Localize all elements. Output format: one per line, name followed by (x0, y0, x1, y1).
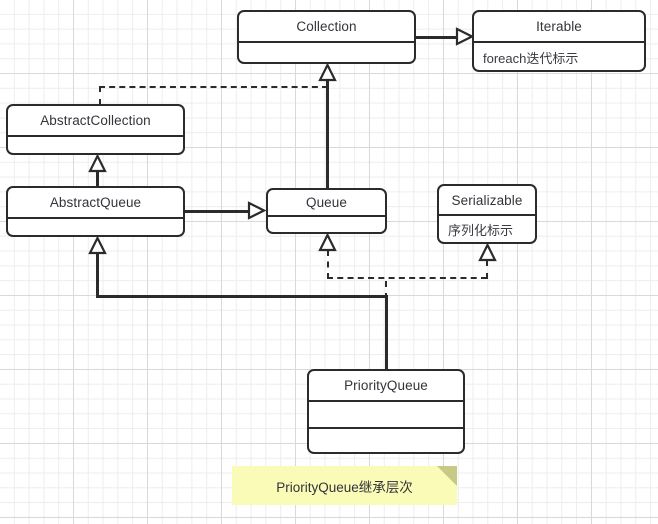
edge-abstractqueue-to-abstractcollection (96, 170, 99, 188)
class-compartment-iterable-1: foreach迭代标示 (474, 41, 644, 70)
arrowhead-priorityqueue-to-queue (318, 233, 337, 252)
edge-queue-to-collection (326, 80, 329, 188)
class-compartment-priorityqueue-2 (309, 426, 463, 453)
class-name-queue: Queue (305, 195, 348, 210)
class-name-abstractcollection: AbstractCollection (40, 113, 151, 128)
edge-priorityqueue-to-abstractqueue-climb (96, 253, 99, 297)
class-box-abstractqueue[interactable]: AbstractQueue (6, 186, 185, 237)
class-compartment-queue-1 (268, 215, 385, 232)
class-compartment-abstractcollection-1 (8, 135, 183, 153)
class-box-iterable[interactable]: Iterable foreach迭代标示 (472, 10, 646, 72)
arrowhead-priorityqueue-to-serializable (478, 243, 497, 262)
class-compartment-abstractqueue-1 (8, 217, 183, 235)
arrowhead-abstractqueue-to-queue (247, 201, 266, 220)
class-name-iterable: Iterable (536, 19, 582, 34)
edge-abstractqueue-to-queue (185, 210, 251, 213)
class-box-collection[interactable]: Collection (237, 10, 416, 64)
class-name-serializable: Serializable (451, 192, 523, 208)
arrowhead-queue-to-collection (318, 63, 337, 82)
class-box-serializable[interactable]: Serializable 序列化标示 (437, 184, 537, 244)
edge-priorityqueue-to-abstractqueue-run (96, 295, 388, 298)
class-box-priorityqueue[interactable]: PriorityQueue (307, 369, 465, 454)
arrowhead-collection-to-iterable (455, 27, 474, 46)
note-fold-corner-icon (437, 466, 457, 486)
class-name-priorityqueue: PriorityQueue (344, 378, 428, 393)
arrowhead-abstractqueue-to-abstractcollection (88, 154, 107, 173)
edge-abstractcollection-to-collection-riser (99, 86, 101, 105)
diagram-note-text: PriorityQueue继承层次 (276, 479, 413, 495)
class-box-queue[interactable]: Queue (266, 188, 387, 234)
edge-priorityqueue-realizations-stem (385, 281, 387, 299)
class-box-abstractcollection[interactable]: AbstractCollection (6, 104, 185, 155)
class-compartment-serializable-1: 序列化标示 (439, 214, 535, 242)
edge-priorityqueue-realizations-bar (327, 277, 487, 279)
edge-priorityqueue-to-serializable-riser (486, 260, 488, 279)
edge-collection-to-iterable (416, 36, 470, 39)
diagram-note[interactable]: PriorityQueue继承层次 (232, 466, 457, 505)
edge-priorityqueue-to-abstractqueue-riser (385, 297, 388, 371)
class-compartment-collection-1 (239, 41, 414, 62)
arrowhead-priorityqueue-to-abstractqueue (88, 236, 107, 255)
edge-priorityqueue-to-queue-riser (327, 250, 329, 279)
class-name-collection: Collection (296, 19, 357, 34)
class-name-abstractqueue: AbstractQueue (49, 195, 142, 210)
edge-abstractcollection-to-collection (99, 86, 328, 88)
class-compartment-priorityqueue-1 (309, 400, 463, 427)
